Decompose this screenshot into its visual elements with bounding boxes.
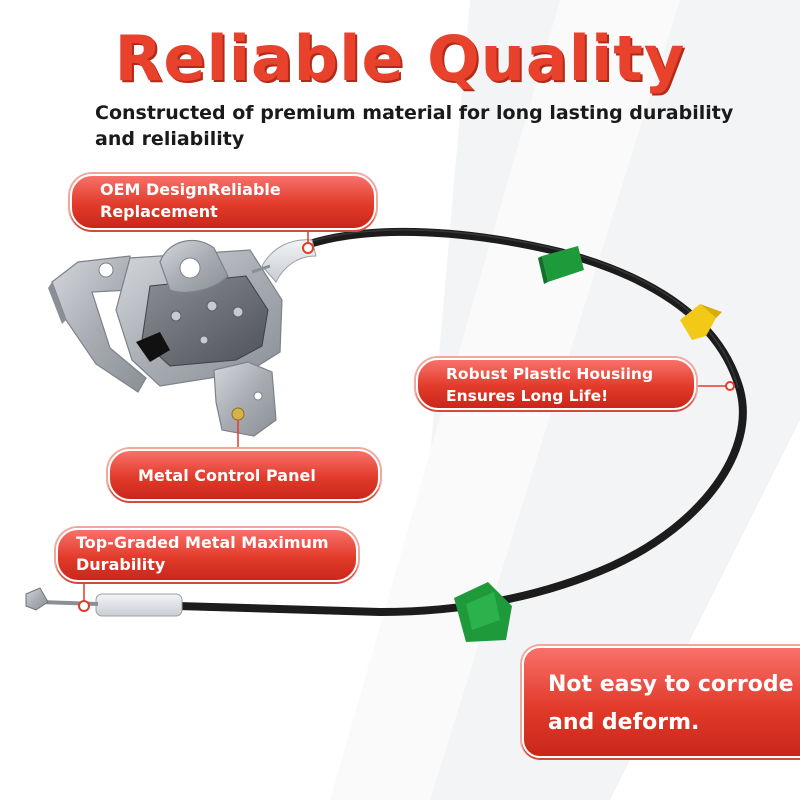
green-clip-icon bbox=[538, 246, 584, 284]
headline: Reliable Quality bbox=[114, 22, 686, 95]
green-clip-icon bbox=[454, 582, 512, 642]
yellow-clip-icon bbox=[680, 304, 722, 340]
callout-line: Top-Graded Metal Maximum bbox=[76, 533, 329, 552]
rod-end-icon bbox=[25, 587, 183, 617]
callout-line: Replacement bbox=[100, 202, 218, 221]
cable-sleeve bbox=[261, 239, 317, 283]
door-latch-assembly bbox=[48, 239, 283, 437]
callout-top-graded-metal: Top-Graded Metal Maximum Durability bbox=[56, 528, 358, 582]
callout-line: OEM DesignReliable bbox=[100, 180, 281, 199]
callout-corrosion: Not easy to corrode and deform. bbox=[522, 646, 800, 758]
pointer-dot bbox=[725, 381, 735, 391]
callout-line: Not easy to corrode bbox=[548, 672, 794, 697]
callout-line: Robust Plastic Housiing bbox=[446, 365, 654, 383]
callout-metal-panel: Metal Control Panel bbox=[108, 449, 380, 501]
subtitle: Constructed of premium material for long… bbox=[95, 102, 734, 150]
callout-line: Ensures Long Life! bbox=[446, 387, 609, 405]
callout-pointers bbox=[83, 228, 728, 601]
callout-oem-design: OEM DesignReliable Replacement bbox=[70, 174, 376, 230]
callout-plastic-housing: Robust Plastic Housiing Ensures Long Lif… bbox=[416, 358, 696, 410]
callout-line: and deform. bbox=[548, 710, 700, 735]
callout-line: Durability bbox=[76, 555, 166, 574]
cable-line bbox=[174, 227, 747, 617]
callout-line: Metal Control Panel bbox=[138, 466, 316, 485]
